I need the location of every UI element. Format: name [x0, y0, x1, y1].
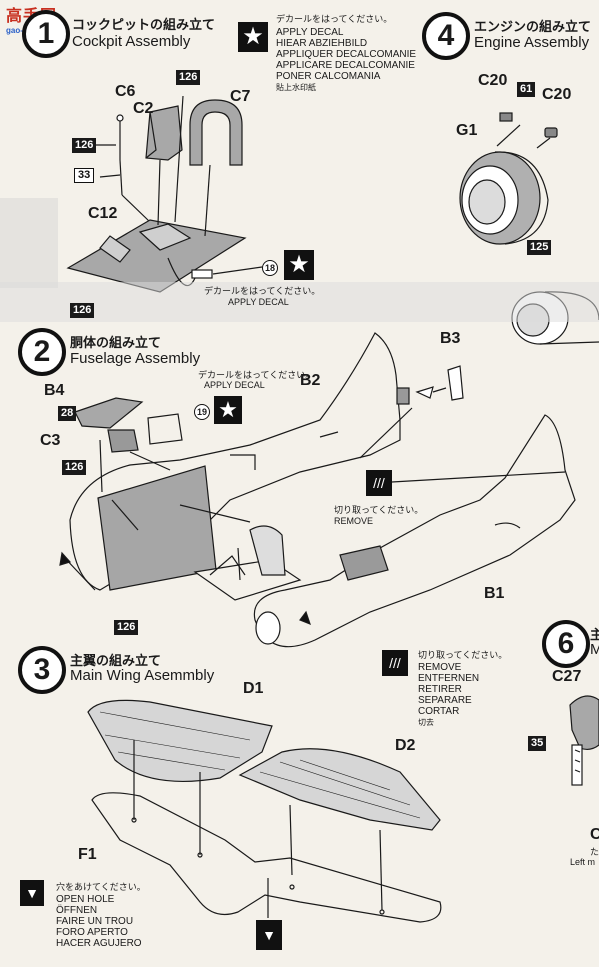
decal-language-list: APPLY DECAL HIEAR ABZIEHBILD APPLIQUER D… [276, 27, 416, 93]
color-badge-126: 126 [176, 70, 201, 85]
decal-instruction-en-2: APPLY DECAL [228, 297, 289, 307]
part-f1: F1 [78, 846, 97, 863]
decal-language-item: APPLICARE DECALCOMANIE [276, 60, 415, 71]
drill-hole-icon: ▼ [20, 880, 44, 906]
step-4-number: 4 [422, 12, 470, 60]
decal-language-item: HIEAR ABZIEHBILD [276, 38, 368, 49]
remove-language-item: CORTAR [418, 706, 460, 717]
step-6-title-fragment-en: M [590, 641, 599, 658]
hole-language-item: OPEN HOLE [56, 894, 115, 905]
part-b3: B3 [440, 330, 461, 347]
color-badge-61: 61 [517, 82, 536, 97]
text-fragment-left: Left m [570, 857, 596, 867]
part-c2: C2 [133, 100, 154, 117]
remove-language-list: REMOVE ENTFERNEN RETIRER SEPARARE CORTAR… [418, 662, 479, 728]
step-3-title-en: Main Wing Asemmbly [70, 667, 215, 684]
step-2-title-jp: 胴体の組み立て [70, 336, 162, 351]
remove-instruction-en: REMOVE [334, 516, 374, 526]
remove-instruction-jp: 切り取ってください。 [334, 506, 424, 516]
decal-instruction-jp-2: デカールをはってください。 [204, 287, 321, 297]
f1-lower-wing [91, 792, 442, 923]
text-fragment-jp: た [590, 848, 599, 858]
decal-language-item: 貼上水印紙 [276, 83, 316, 92]
step-1-title-jp: コックピットの組み立て [72, 18, 216, 33]
decal-number-18: 18 [262, 260, 278, 276]
remove-language-item: ENTFERNEN [418, 673, 480, 684]
hole-language-item: HACER AGUJERO [56, 938, 142, 949]
d2-upper-wing [238, 748, 441, 831]
color-badge-126: 126 [114, 620, 139, 635]
color-badge-28: 28 [58, 406, 77, 421]
remove-instruction-jp: 切り取ってください。 [418, 651, 508, 661]
part-c7: C7 [230, 88, 251, 105]
b4-panel [74, 397, 144, 429]
remove-language-item: RETIRER [418, 684, 462, 695]
part-c12: C12 [88, 205, 118, 222]
decal-language-item: PONER CALCOMANIA [276, 71, 381, 82]
c7-bulkhead [189, 99, 243, 166]
drill-hole-icon: ▼ [256, 920, 282, 950]
part-c20: C20 [542, 86, 572, 103]
step-3-number: 3 [18, 646, 66, 694]
color-badge-35: 35 [528, 736, 547, 751]
step-2-title-en: Fuselage Assembly [70, 350, 201, 367]
decal-language-item: APPLY DECAL [276, 27, 344, 38]
part-c3: C3 [40, 432, 61, 449]
remove-language-item: SEPARARE [418, 695, 472, 706]
color-badge-126: 126 [70, 303, 95, 318]
step-6-title-fragment: 主 [590, 628, 599, 643]
b1-fuselage-half [253, 414, 576, 648]
color-badge-33: 33 [74, 168, 95, 183]
d1-upper-wing [87, 699, 273, 783]
color-badge-125: 125 [527, 240, 552, 255]
hole-instruction-jp: 穴をあけてください。 [56, 883, 146, 893]
step-1-number: 1 [22, 10, 70, 58]
hole-language-list: OPEN HOLE ÖFFNEN FAIRE UN TROU FORO APER… [56, 894, 142, 949]
remove-cut-icon: /// [382, 650, 408, 676]
decal-instruction-en: APPLY DECAL [204, 380, 265, 390]
part-fragment-c: C [590, 826, 599, 843]
decal-instruction-jp: デカールをはってください。 [198, 371, 315, 381]
part-b1: B1 [484, 585, 505, 602]
step-4-title-jp: エンジンの組み立て [474, 20, 592, 35]
hole-language-item: FORO APERTO [56, 927, 128, 938]
step-6-number: 6 [542, 620, 590, 668]
part-c20: C20 [478, 72, 508, 89]
decal-instruction-jp: デカールをはってください。 [276, 15, 393, 25]
part-g1: G1 [456, 122, 478, 139]
color-badge-126: 126 [72, 138, 97, 153]
step-1-title-en: Cockpit Assembly [72, 33, 191, 50]
step-3-title-jp: 主翼の組み立て [70, 654, 162, 669]
part-b4: B4 [44, 382, 65, 399]
step-4-title-en: Engine Assembly [474, 34, 590, 51]
part-d1: D1 [243, 680, 264, 697]
decal-star-icon: ★ [284, 250, 314, 280]
decal-number-19: 19 [194, 404, 210, 420]
part-c27: C27 [552, 668, 582, 685]
hole-language-item: FAIRE UN TROU [56, 916, 134, 927]
part-c6: C6 [115, 83, 136, 100]
part-b2: B2 [300, 372, 321, 389]
color-badge-126: 126 [62, 460, 87, 475]
step-2-number: 2 [18, 328, 66, 376]
remove-language-item: REMOVE [418, 662, 462, 673]
decal-star-icon: ★ [214, 396, 242, 424]
hole-language-item: ÖFFNEN [56, 905, 98, 916]
remove-language-item: 切去 [418, 718, 434, 727]
remove-cut-icon: /// [366, 470, 392, 496]
decal-star-icon: ★ [238, 22, 268, 52]
part-d2: D2 [395, 737, 416, 754]
decal-language-item: APPLIQUER DECALCOMANIE [276, 49, 417, 60]
